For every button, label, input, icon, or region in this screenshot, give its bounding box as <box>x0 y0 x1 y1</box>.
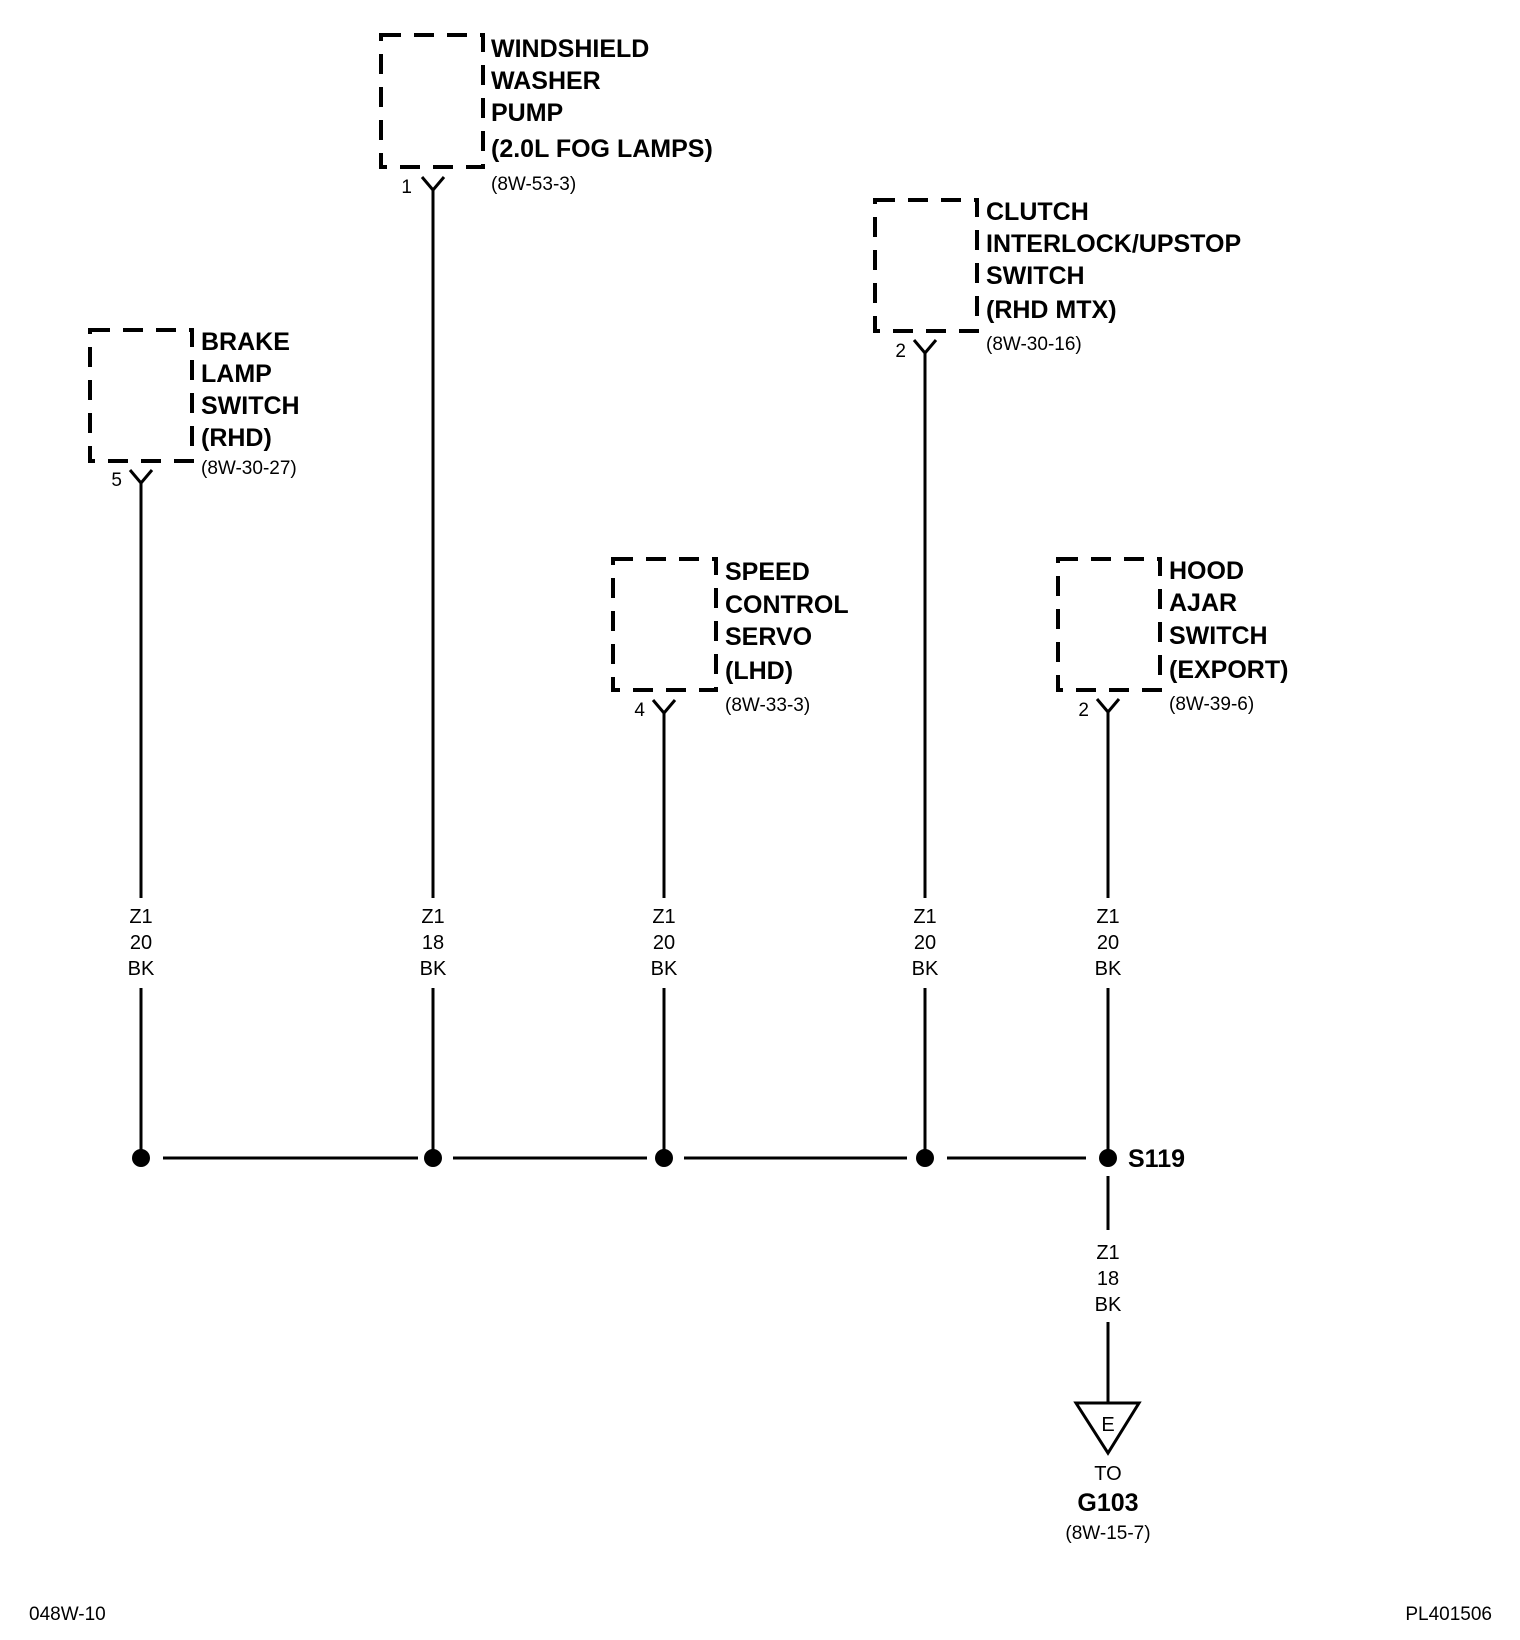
windshield-washer-pump-box <box>379 33 485 169</box>
windshield-ref: (8W-53-3) <box>491 174 576 195</box>
hood-ref: (8W-39-6) <box>1169 694 1254 715</box>
brake-connector-icon <box>128 469 154 486</box>
hood-pin: 2 <box>1078 700 1089 721</box>
component-speed-control-servo: SPEED CONTROL SERVO (LHD) (8W-33-3) 4 Z1… <box>611 557 849 1158</box>
ground-bus: S119 <box>132 1145 1185 1173</box>
windshield-wire-circuit: Z1 <box>421 906 444 928</box>
ground-wire-circuit: Z1 <box>1096 1242 1119 1264</box>
speed-wire-gauge: 20 <box>653 932 675 954</box>
windshield-pin: 1 <box>401 177 412 198</box>
brake-label-line-4: (RHD) <box>201 424 272 452</box>
brake-lamp-switch-box <box>88 328 194 463</box>
clutch-label-line-3: SWITCH <box>986 262 1085 290</box>
splice-label: S119 <box>1128 1145 1185 1173</box>
splice-dot-windshield <box>424 1149 442 1167</box>
brake-label-line-2: LAMP <box>201 360 272 388</box>
clutch-wire-gauge: 20 <box>914 932 936 954</box>
hood-ajar-switch-box <box>1056 557 1162 692</box>
component-hood-ajar-switch: HOOD AJAR SWITCH (EXPORT) (8W-39-6) 2 Z1… <box>1056 557 1288 1158</box>
hood-label-line-1: HOOD <box>1169 557 1244 585</box>
splice-dot-speed <box>655 1149 673 1167</box>
ground-wire-color: BK <box>1095 1294 1122 1316</box>
hood-wire-circuit: Z1 <box>1096 906 1119 928</box>
clutch-label-line-1: CLUTCH <box>986 198 1089 226</box>
speed-label-line-4: (LHD) <box>725 657 793 685</box>
brake-label-line-3: SWITCH <box>201 392 300 420</box>
hood-label-line-2: AJAR <box>1169 589 1237 617</box>
windshield-label-line-3: PUMP <box>491 99 563 127</box>
hood-wire-color: BK <box>1095 958 1122 980</box>
clutch-wire-color: BK <box>912 958 939 980</box>
windshield-connector-icon <box>420 176 446 193</box>
speed-wire-color: BK <box>651 958 678 980</box>
windshield-label-line-1: WINDSHIELD <box>491 35 649 63</box>
brake-wire-gauge: 20 <box>130 932 152 954</box>
component-brake-lamp-switch: BRAKE LAMP SWITCH (RHD) (8W-30-27) 5 Z1 … <box>88 328 300 1158</box>
speed-control-servo-box <box>611 557 718 692</box>
ground-wire-gauge: 18 <box>1097 1268 1119 1290</box>
windshield-wire-gauge: 18 <box>422 932 444 954</box>
footer-right-code: PL401506 <box>1405 1604 1492 1625</box>
hood-label-line-4: (EXPORT) <box>1169 656 1288 684</box>
brake-pin: 5 <box>111 470 122 491</box>
hood-wire-gauge: 20 <box>1097 932 1119 954</box>
component-windshield-washer-pump: WINDSHIELD WASHER PUMP (2.0L FOG LAMPS) … <box>379 33 713 1158</box>
ground-name: G103 <box>1077 1489 1138 1517</box>
clutch-pin: 2 <box>895 341 906 362</box>
clutch-wire-circuit: Z1 <box>913 906 936 928</box>
splice-dot-clutch <box>916 1149 934 1167</box>
ground-connection: Z1 18 BK E TO G103 (8W-15-7) <box>1065 1176 1151 1544</box>
brake-label-line-1: BRAKE <box>201 328 290 356</box>
brake-ref: (8W-30-27) <box>201 458 297 479</box>
speed-ref: (8W-33-3) <box>725 695 810 716</box>
hood-label-line-3: SWITCH <box>1169 622 1268 650</box>
ground-to-label: TO <box>1094 1463 1121 1485</box>
footer-left-code: 048W-10 <box>29 1604 106 1625</box>
speed-pin: 4 <box>634 700 645 721</box>
clutch-switch-box <box>873 198 979 333</box>
speed-label-line-2: CONTROL <box>725 591 849 619</box>
speed-label-line-3: SERVO <box>725 623 812 651</box>
clutch-label-line-4: (RHD MTX) <box>986 296 1117 324</box>
brake-wire-color: BK <box>128 958 155 980</box>
splice-dot-s119 <box>1099 1149 1117 1167</box>
splice-dot-brake <box>132 1149 150 1167</box>
component-clutch-interlock-switch: CLUTCH INTERLOCK/UPSTOP SWITCH (RHD MTX)… <box>873 198 1241 1158</box>
speed-wire-circuit: Z1 <box>652 906 675 928</box>
windshield-label-line-4: (2.0L FOG LAMPS) <box>491 135 713 163</box>
ground-symbol-letter: E <box>1101 1414 1114 1436</box>
speed-connector-icon <box>651 699 677 716</box>
brake-wire-circuit: Z1 <box>129 906 152 928</box>
clutch-connector-icon <box>912 339 938 356</box>
windshield-label-line-2: WASHER <box>491 67 601 95</box>
clutch-label-line-2: INTERLOCK/UPSTOP <box>986 230 1241 258</box>
speed-label-line-1: SPEED <box>725 558 810 586</box>
ground-ref: (8W-15-7) <box>1065 1523 1150 1544</box>
ground-symbol-icon <box>1073 1401 1142 1456</box>
windshield-wire-color: BK <box>420 958 447 980</box>
clutch-ref: (8W-30-16) <box>986 334 1082 355</box>
hood-connector-icon <box>1095 698 1121 715</box>
